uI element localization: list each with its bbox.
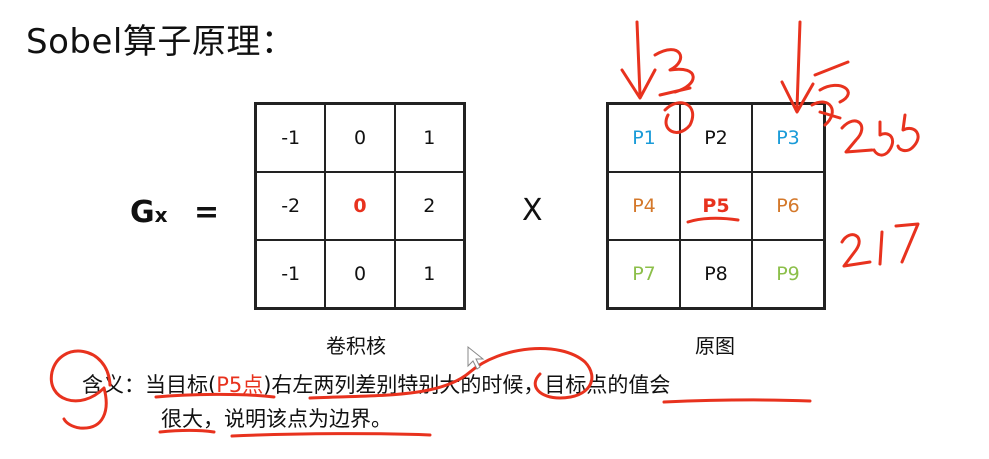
image-cell-9: P9 bbox=[752, 240, 824, 308]
kernel-cell-2: 0 bbox=[325, 104, 395, 172]
kernel-cell-1: -1 bbox=[256, 104, 326, 172]
kernel-cell-5: 0 bbox=[325, 172, 395, 240]
meaning-text: 含义：当目标(P5点)右左两列差别特别大的时候，目标点的值会 很大，说明该点为边… bbox=[82, 368, 670, 436]
image-cell-4: P4 bbox=[608, 172, 680, 240]
arrow-down-left-stroke bbox=[635, 20, 642, 97]
arrow-down-left-head bbox=[620, 68, 657, 100]
meaning-line-1-end: )右左两列差别特别大的时候，目标点的值会 bbox=[263, 373, 671, 397]
meaning-highlight: P5点 bbox=[216, 373, 264, 397]
image-cell-3: P3 bbox=[752, 104, 824, 172]
image-cell-1: P1 bbox=[608, 104, 680, 172]
kernel-cell-8: 0 bbox=[325, 240, 395, 308]
image-cell-8: P8 bbox=[680, 240, 752, 308]
ink-255 bbox=[840, 113, 920, 157]
kernel-cell-9: 1 bbox=[394, 240, 464, 308]
image-cell-2: P2 bbox=[680, 104, 752, 172]
mouse-cursor-icon bbox=[467, 345, 485, 370]
kernel-cell-6: 2 bbox=[394, 172, 464, 240]
kernel-cell-7: -1 bbox=[256, 240, 326, 308]
ink-217 bbox=[840, 222, 920, 268]
gx-label: Gx bbox=[130, 195, 168, 230]
image-cell-5: P5 bbox=[680, 172, 752, 240]
kernel-caption: 卷积核 bbox=[326, 334, 386, 358]
meaning-line-1: 含义：当目标(P5点)右左两列差别特别大的时候，目标点的值会 bbox=[82, 368, 670, 402]
slide-title: Sobel算子原理： bbox=[26, 22, 296, 62]
multiply-sign: X bbox=[522, 193, 543, 228]
gx-subscript: x bbox=[154, 203, 168, 227]
image-caption: 原图 bbox=[695, 334, 735, 358]
arrow-down-right-stroke bbox=[795, 20, 802, 110]
kernel-cell-4: -2 bbox=[256, 172, 326, 240]
kernel-cell-3: 1 bbox=[394, 104, 464, 172]
meaning-line-1-start: 含义：当目标( bbox=[82, 373, 217, 397]
underline-value bbox=[662, 398, 812, 404]
image-cell-7: P7 bbox=[608, 240, 680, 308]
meaning-line-2: 很大，说明该点为边界。 bbox=[161, 407, 392, 431]
image-cell-6: P6 bbox=[752, 172, 824, 240]
equals-sign: = bbox=[194, 195, 220, 230]
gx-main: G bbox=[130, 195, 155, 230]
